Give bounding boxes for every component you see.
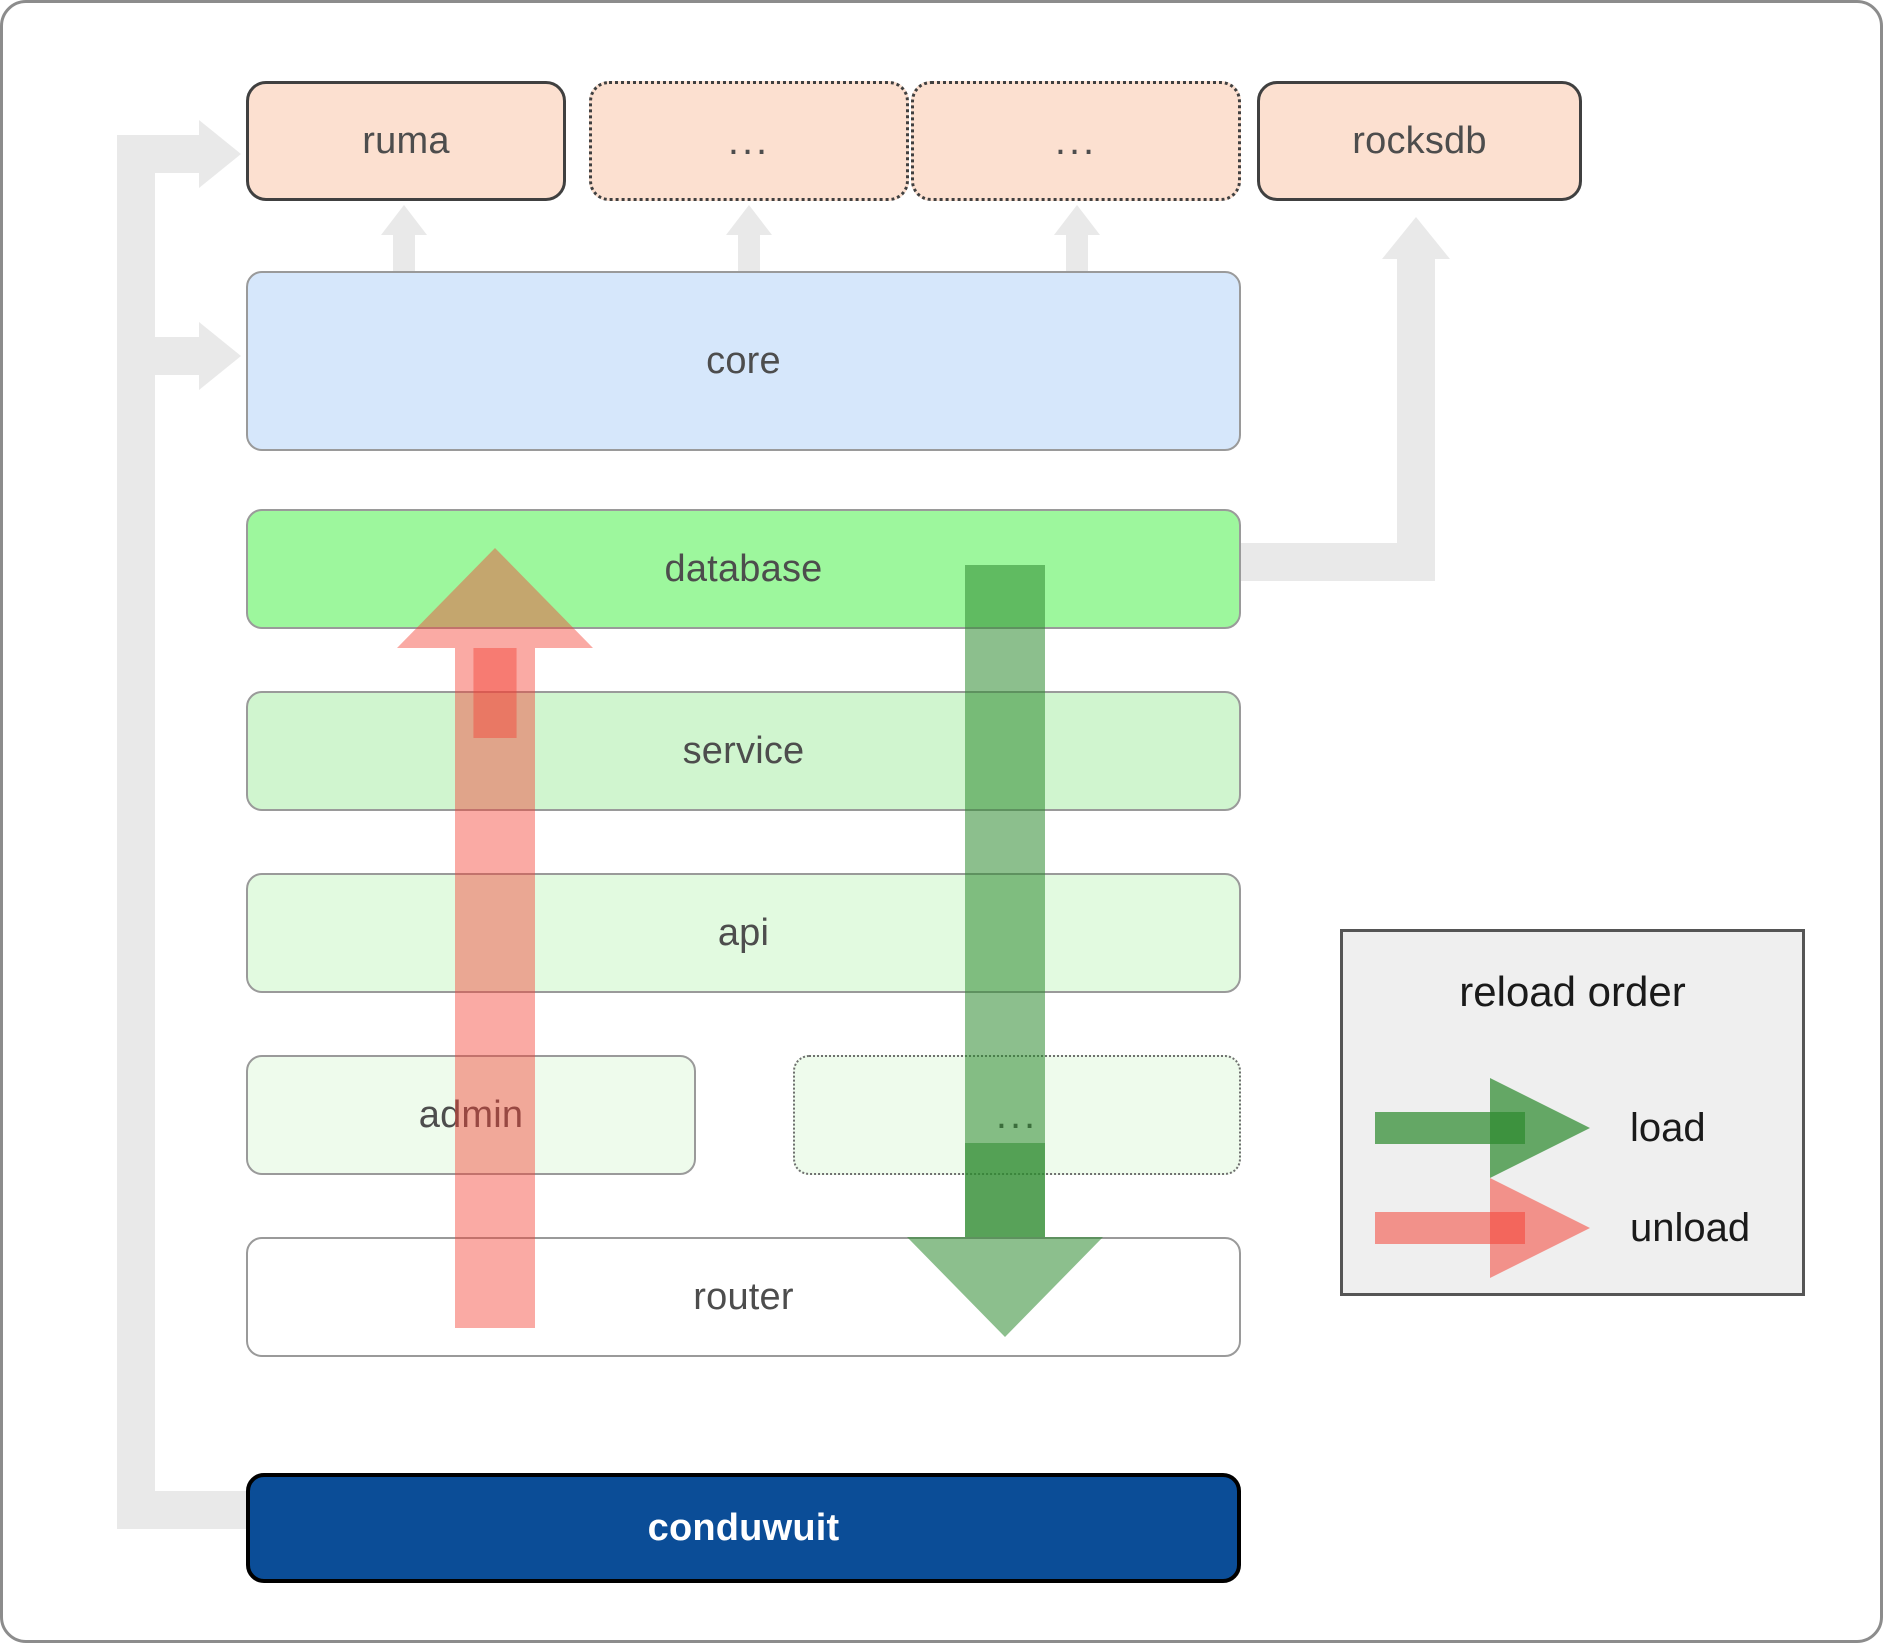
legend-label-unload: unload <box>1630 1205 1751 1250</box>
legend-load-arrow-icon <box>1375 1078 1590 1178</box>
connector-arrow-to-ruma <box>199 120 241 188</box>
root-box-conduwuit[interactable]: conduwuit <box>246 1473 1241 1583</box>
connector-arrow-core-to-ellipsis-1 <box>726 205 772 235</box>
legend-unload-arrow-head <box>1490 1178 1590 1278</box>
connector-branch-from-conduwuit <box>117 1491 257 1529</box>
layer-label-service: service <box>682 729 805 772</box>
connector-database-to-rocksdb-horizontal <box>1241 543 1416 581</box>
layer-box-admin[interactable]: admin <box>246 1055 696 1175</box>
connector-arrow-to-rocksdb <box>1382 217 1450 259</box>
dependency-label-ellipsis-1: ... <box>727 119 771 163</box>
legend-unload-arrow-icon <box>1375 1178 1590 1278</box>
legend-label-load: load <box>1630 1105 1706 1150</box>
dependency-box-ellipsis-2[interactable]: ... <box>911 81 1241 201</box>
dependency-box-ruma[interactable]: ruma <box>246 81 566 201</box>
legend-title: reload order <box>1459 968 1686 1015</box>
dependency-label-ruma: ruma <box>362 119 450 162</box>
layer-label-api: api <box>717 911 770 954</box>
layer-label-admin: admin <box>418 1093 524 1136</box>
layer-label-router: router <box>693 1275 794 1318</box>
unload-arrow-shaft <box>455 648 535 1328</box>
legend-row-unload: unload <box>1375 1178 1750 1278</box>
dependency-label-ellipsis-2: ... <box>1054 119 1098 163</box>
layer-box-service[interactable]: service <box>246 691 1241 811</box>
unload-arrow-head <box>397 548 593 648</box>
layer-box-api[interactable]: api <box>246 873 1241 993</box>
load-arrow-head <box>907 1237 1103 1337</box>
load-arrow-shaft <box>965 565 1045 1237</box>
dependency-label-rocksdb: rocksdb <box>1352 119 1487 162</box>
dependency-box-ellipsis-1[interactable]: ... <box>589 81 909 201</box>
connector-database-to-rocksdb-vertical <box>1397 259 1435 581</box>
connector-stem-core-to-ellipsis-1 <box>738 235 760 271</box>
legend-load-arrow-head <box>1490 1078 1590 1178</box>
layer-box-database[interactable]: database <box>246 509 1241 629</box>
layer-label-database: database <box>664 547 823 590</box>
connector-stem-core-to-ellipsis-2 <box>1066 235 1088 271</box>
root-label-conduwuit: conduwuit <box>647 1506 840 1549</box>
connector-branch-to-ruma <box>117 135 203 173</box>
layer-box-core[interactable]: core <box>246 271 1241 451</box>
connector-branch-to-core <box>117 337 203 375</box>
legend-panel: reload order load unload <box>1340 929 1805 1296</box>
connector-arrow-core-to-ellipsis-2 <box>1054 205 1100 235</box>
connector-arrow-core-to-ruma <box>381 205 427 235</box>
legend-row-load: load <box>1375 1078 1706 1178</box>
layer-label-core: core <box>706 339 781 382</box>
dependency-box-rocksdb[interactable]: rocksdb <box>1257 81 1582 201</box>
connector-arrow-to-core <box>199 322 241 390</box>
connector-stem-core-to-ruma <box>393 235 415 271</box>
